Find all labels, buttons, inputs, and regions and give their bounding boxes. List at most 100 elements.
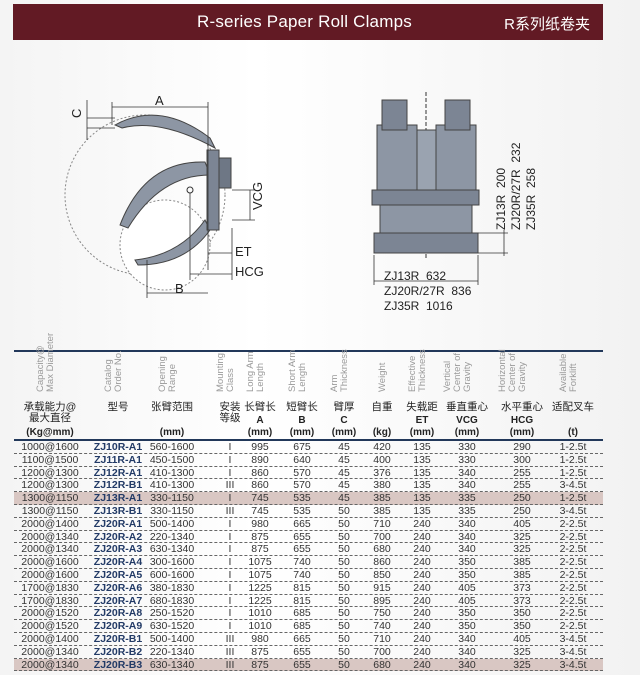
cell-opening-range: 560-1600 [149,441,195,453]
cell-capacity: 1700@1830 [21,581,79,594]
header-unit: (t) [568,427,578,438]
header-cn: 型号 [107,401,129,413]
cell-forklift: 3-4.5t [559,658,587,671]
header-cn: 张臂范围 [151,401,193,413]
cell-mounting-class: I [228,517,232,530]
cell-effective-thickness: 240 [413,658,431,671]
cell-catalog-no: ZJ10R-A1 [93,441,143,453]
cell-short-arm: 640 [293,453,311,466]
cell-vcg: 340 [458,517,476,530]
cell-catalog-no: ZJ20R-B2 [93,645,143,658]
cell-short-arm: 685 [293,620,311,633]
cell-mounting-class: III [225,504,235,517]
cell-effective-thickness: 240 [413,556,431,569]
cell-opening-range: 630-1520 [149,620,195,633]
dim-label-vcg: VCG [250,182,265,210]
cell-forklift: 2-2.5t [559,568,587,581]
cell-weight: 380 [373,479,391,492]
page-title: R-series Paper Roll Clamps [197,12,412,31]
side-view-diagram: A C B VCG ET HCG [64,93,265,298]
cell-weight: 420 [373,441,391,453]
cell-long-arm: 875 [251,543,269,556]
cell-forklift: 3-4.5t [559,504,587,517]
cell-hcg: 250 [513,492,531,505]
cell-effective-thickness: 240 [413,645,431,658]
title-banner: R-series Paper Roll Clamps R系列纸卷夹 [13,4,603,40]
cell-weight: 680 [373,658,391,671]
cell-capacity: 2000@1600 [21,568,79,581]
cell-vcg: 405 [458,581,476,594]
width-label-zj20r: ZJ20R/27R 836 [384,284,472,298]
cell-arm-thickness: 50 [338,530,350,543]
dim-label-a: A [155,93,164,108]
cell-forklift: 2-2.5t [559,556,587,569]
header-unit: (mm) [409,427,435,438]
cell-catalog-no: ZJ20R-A1 [93,517,143,530]
cell-effective-thickness: 240 [413,530,431,543]
cell-capacity: 2000@1400 [21,632,79,645]
header-unit: (mm) [331,427,357,438]
cell-capacity: 1200@1300 [21,466,79,479]
header-en: Long Arm Length [245,351,266,392]
header-cn: 垂直重心 [446,401,488,413]
cell-forklift: 1-2.5t [559,441,587,453]
header-en: Short Arm Length [287,349,308,392]
header-en: Vertical Center of Gravity [442,352,473,392]
cell-mounting-class: I [228,543,232,556]
cell-effective-thickness: 240 [413,568,431,581]
table-top-rule [14,350,603,352]
cell-opening-range: 630-1340 [149,543,195,556]
cell-forklift: 2-2.5t [559,620,587,633]
cell-hcg: 373 [513,594,531,607]
cell-mounting-class: III [225,479,235,492]
height-label-zj13r: ZJ13R 200 [494,168,508,230]
cell-long-arm: 890 [251,453,269,466]
cell-catalog-no: ZJ20R-A7 [93,594,143,607]
cell-arm-thickness: 45 [338,479,350,492]
header-en: Mounting Class [215,352,236,392]
cell-capacity: 2000@1600 [21,556,79,569]
cell-vcg: 350 [458,556,476,569]
cell-vcg: 350 [458,568,476,581]
cell-effective-thickness: 240 [413,607,431,620]
mount-plate [218,157,232,189]
cell-vcg: 340 [458,530,476,543]
cell-weight: 750 [373,607,391,620]
cell-short-arm: 570 [293,466,311,479]
cell-arm-thickness: 50 [338,517,350,530]
cell-hcg: 405 [513,632,531,645]
cell-catalog-no: ZJ20R-B3 [93,658,143,671]
cell-short-arm: 740 [293,556,311,569]
header-en: Capacity@ Max Diameter [35,332,56,392]
cell-short-arm: 535 [293,492,311,505]
cell-short-arm: 570 [293,479,311,492]
cell-catalog-no: ZJ20R-A6 [93,581,143,594]
cell-short-arm: 655 [293,645,311,658]
cell-capacity: 2000@1400 [21,517,79,530]
cell-short-arm: 655 [293,530,311,543]
dim-label-et: ET [235,244,252,259]
cell-catalog-no: ZJ11R-A1 [94,453,142,466]
cell-mounting-class: I [228,620,232,633]
cell-capacity: 2000@1340 [21,645,79,658]
table-header-rule [14,439,603,441]
header-unit: (mm) [289,427,315,438]
cell-vcg: 350 [458,620,476,633]
cell-hcg: 325 [513,530,531,543]
cell-mounting-class: I [228,594,232,607]
cell-vcg: 405 [458,594,476,607]
cell-catalog-no: ZJ20R-A4 [93,556,143,569]
header-unit: (Kg@mm) [26,427,74,438]
cell-capacity: 2000@1520 [21,620,79,633]
cell-vcg: 340 [458,645,476,658]
cell-capacity: 1100@1500 [21,453,79,466]
cell-mounting-class: I [228,492,232,505]
cell-mounting-class: I [228,581,232,594]
cell-opening-range: 680-1830 [149,594,195,607]
header-en: Arm Thickness [329,349,350,392]
